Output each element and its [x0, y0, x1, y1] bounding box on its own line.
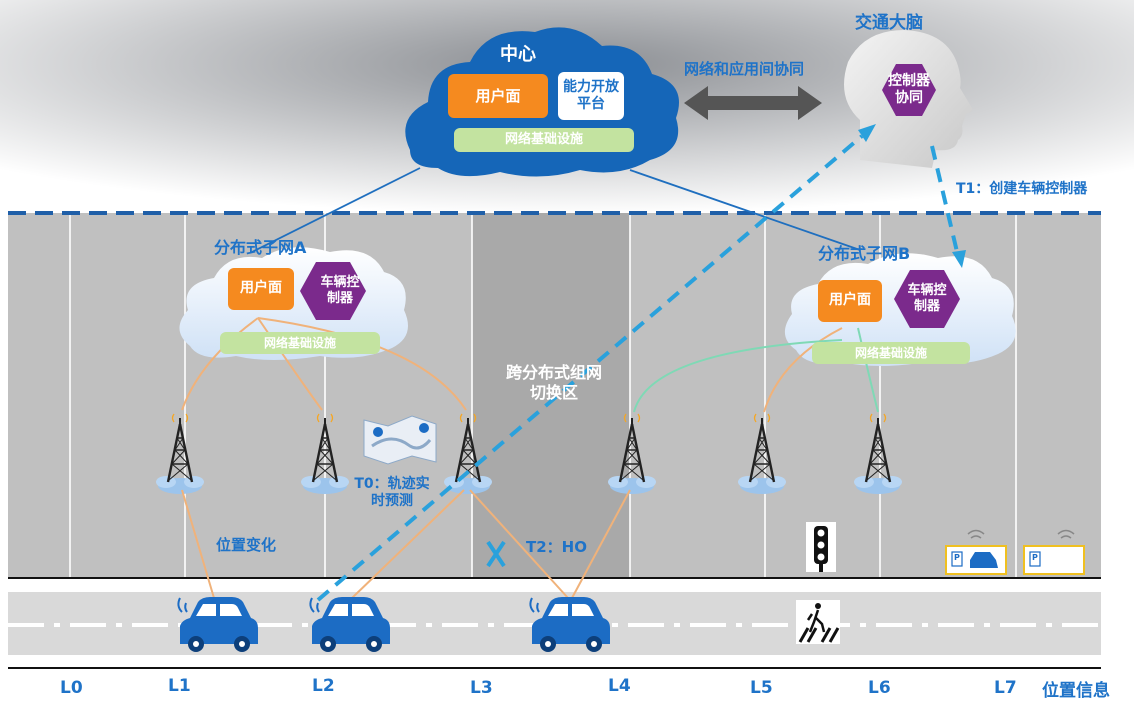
parking-spot-empty: [1023, 529, 1085, 575]
subnet-a-vehicle-controller: 车辆控制器: [320, 274, 360, 306]
position-change-label: 位置变化: [216, 536, 277, 554]
coordination-arrow: [684, 86, 822, 120]
center-user-plane: 用户面: [448, 74, 548, 118]
brain-title: 交通大脑: [855, 13, 923, 33]
trajectory-dashed-line: [316, 134, 960, 602]
position-marker-l0: L0: [60, 678, 83, 698]
position-marker-l2: L2: [312, 676, 335, 696]
parking-spot-occupied: [945, 529, 1007, 575]
handover-x-icon: [486, 540, 506, 568]
subnet-b-network-infra: 网络基础设施: [812, 342, 970, 364]
traffic-light-icon: [806, 522, 836, 572]
subnet-b-vehicle-controller: 车辆控制器: [907, 282, 947, 314]
brain-controller-label: 控制器协同: [888, 72, 930, 107]
map-icon: [363, 415, 437, 465]
brain-head-icon: [844, 30, 973, 168]
position-marker-l1: L1: [168, 676, 191, 696]
position-axis-title: 位置信息: [1042, 681, 1110, 701]
t0-label: T0：轨迹实时预测: [354, 475, 430, 510]
center-title: 中心: [500, 44, 536, 65]
subnet-b-links: [633, 327, 879, 413]
trajectory-arrowheads: [858, 124, 966, 268]
parking-sign-occupied: P: [954, 553, 960, 562]
parking-sign-empty: P: [1032, 553, 1038, 562]
subnet-a-links: [181, 317, 467, 411]
position-marker-l3: L3: [470, 678, 493, 698]
t2-label: T2：HO: [526, 538, 587, 556]
t1-label: T1：创建车辆控制器: [956, 181, 1088, 197]
subnet-b-title: 分布式子网B: [818, 244, 911, 263]
center-capability-platform: 能力开放平台: [558, 72, 624, 120]
position-marker-l5: L5: [750, 678, 773, 698]
handover-zone-label: 跨分布式组网切换区: [505, 363, 602, 402]
subnet-a-user-plane: 用户面: [228, 268, 294, 310]
subnet-a-title: 分布式子网A: [214, 238, 307, 257]
subnet-b-user-plane: 用户面: [818, 280, 882, 322]
center-network-infra: 网络基础设施: [454, 128, 634, 152]
coordination-label: 网络和应用间协同: [684, 60, 805, 78]
position-marker-l6: L6: [868, 678, 891, 698]
position-marker-l7: L7: [994, 678, 1017, 698]
position-marker-l4: L4: [608, 676, 631, 696]
link-center-subnet-b: [629, 169, 861, 251]
handover-region: [472, 213, 630, 578]
pedestrian-crossing-icon: [796, 600, 840, 644]
link-center-subnet-a: [251, 167, 421, 253]
subnet-a-network-infra: 网络基础设施: [220, 332, 380, 354]
tower-car-links: [181, 489, 631, 599]
